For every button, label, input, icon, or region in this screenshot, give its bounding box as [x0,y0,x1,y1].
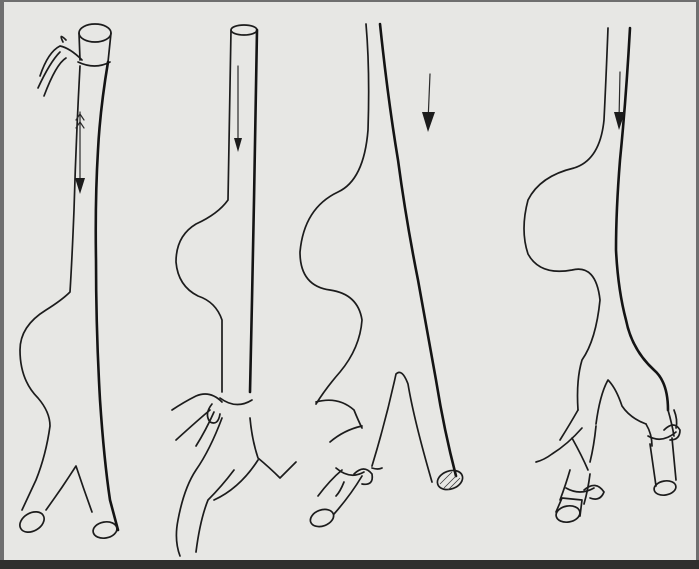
paper-shadow-edge [0,560,699,569]
